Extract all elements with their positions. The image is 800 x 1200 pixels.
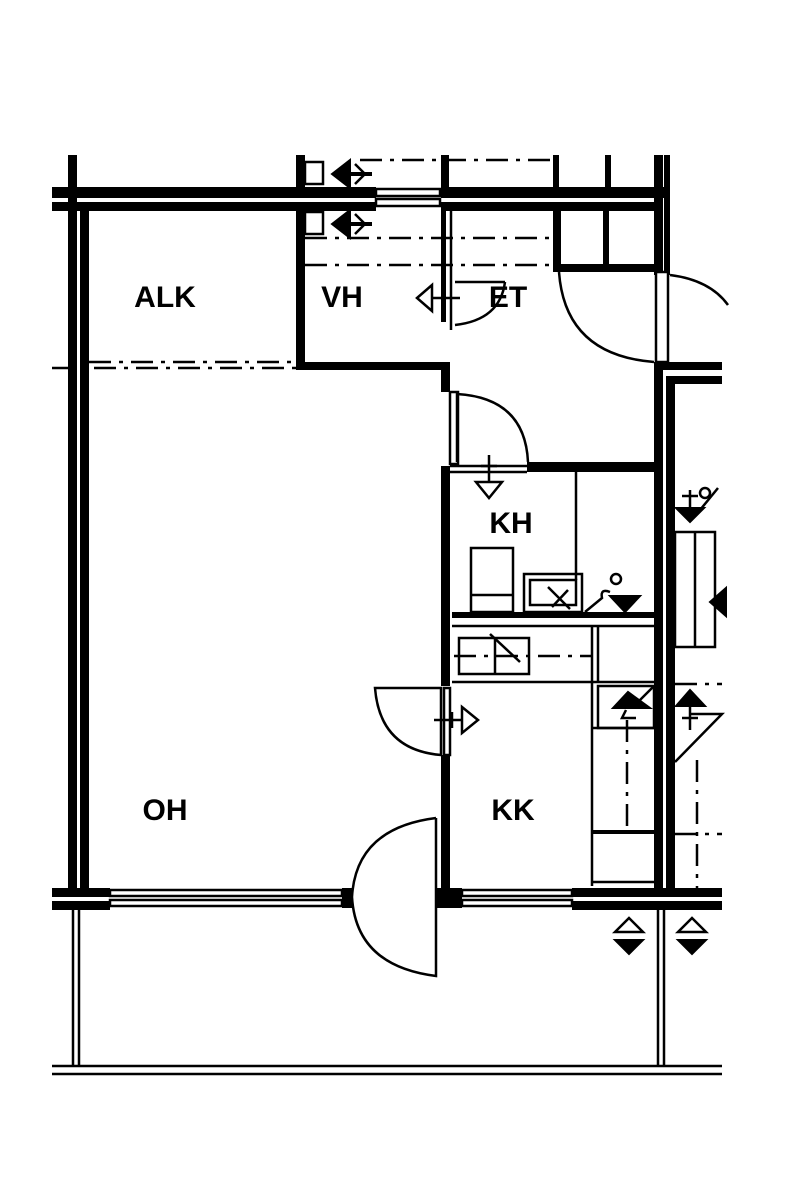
ventilation-arrow-icon <box>303 207 372 241</box>
door-swing-icon <box>456 392 530 463</box>
exhaust-arrow-icon <box>415 282 460 314</box>
door-swing-icon <box>557 271 655 364</box>
riser-arrow-icon <box>708 585 727 619</box>
water-supply-icon <box>610 685 655 720</box>
room-label-vh: VH <box>321 281 363 314</box>
door-swing-icon <box>373 686 443 757</box>
door-swing-icon <box>669 273 730 306</box>
symbols <box>303 157 727 956</box>
overhead-lines <box>52 158 722 888</box>
fixtures <box>457 546 656 730</box>
elevation-marker-icon <box>674 916 710 956</box>
room-label-alk: ALK <box>134 281 196 314</box>
water-supply-icon <box>673 688 725 763</box>
room-label-kk: KK <box>491 794 535 827</box>
exhaust-arrow-icon <box>473 455 505 500</box>
balcony <box>52 910 722 1076</box>
room-labels: ALK VH ET KH OH KK <box>134 281 535 827</box>
supply-arrow-icon <box>434 704 480 736</box>
room-label-kh: KH <box>489 507 532 540</box>
room-label-oh: OH <box>143 794 188 827</box>
sink-icon <box>522 572 584 614</box>
elevation-marker-icon <box>611 916 647 956</box>
refrigerator-icon <box>596 684 656 730</box>
room-label-et: ET <box>489 281 527 314</box>
door-swing-icon <box>454 281 507 327</box>
door-swing-icon <box>350 816 438 978</box>
water-supply-icon <box>673 486 719 524</box>
doors <box>350 270 730 978</box>
ventilation-arrow-icon <box>303 157 372 191</box>
toilet-icon <box>469 546 515 614</box>
shower-icon <box>584 589 611 613</box>
exterior-walls <box>52 155 722 910</box>
interior-walls <box>296 202 663 890</box>
